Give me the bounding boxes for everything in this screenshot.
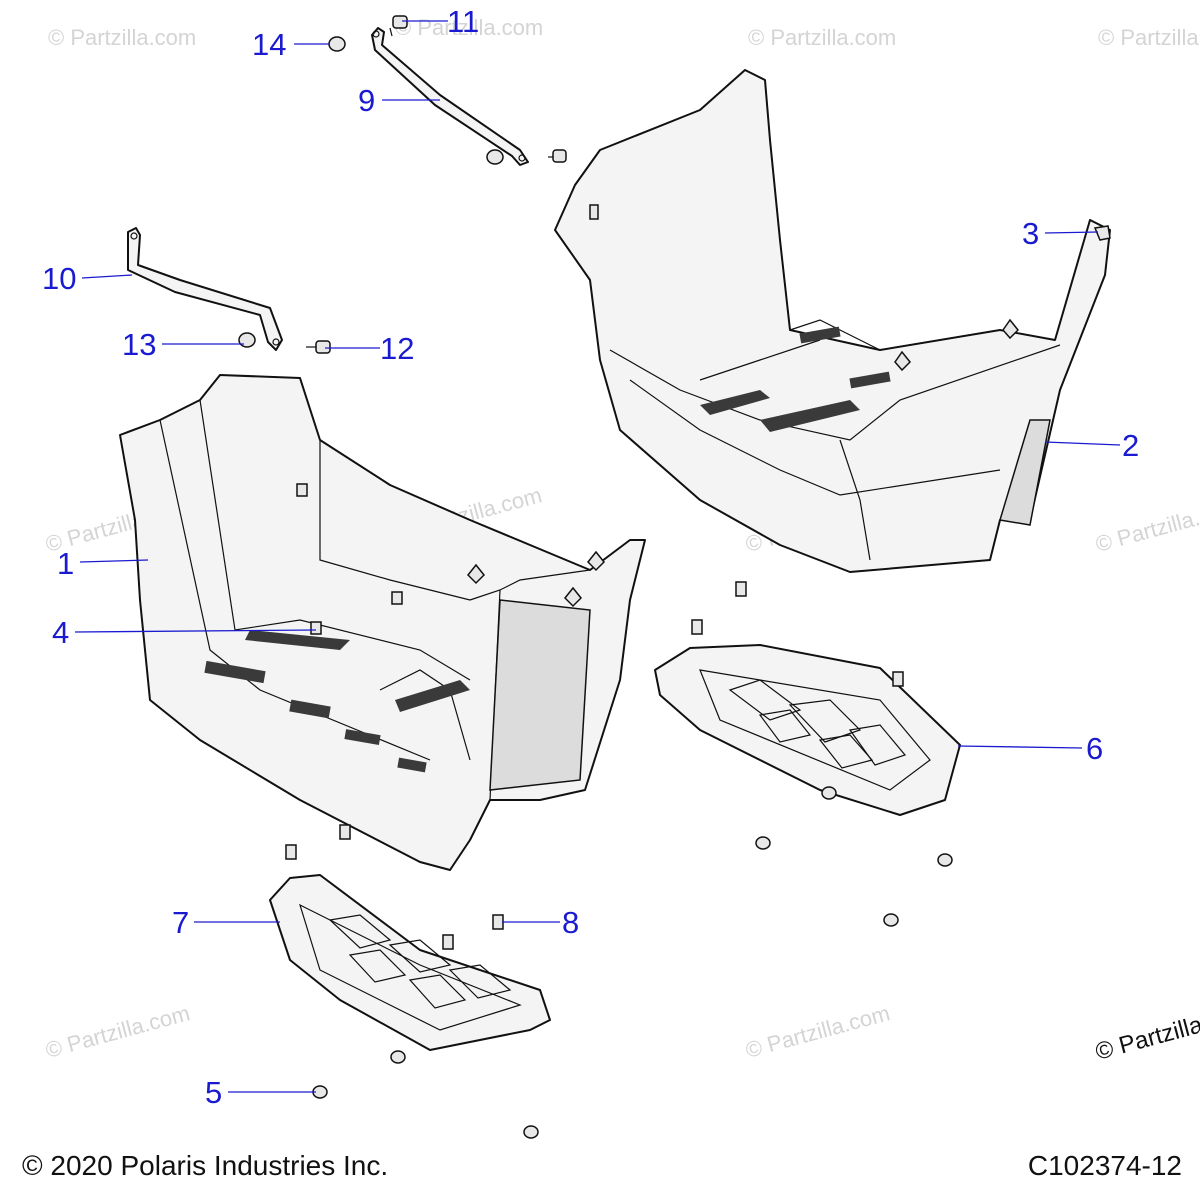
callout-14: 14	[252, 27, 286, 62]
bolt-right-upper	[589, 204, 599, 220]
nut-right-d	[883, 913, 899, 927]
brace-rod-lower	[127, 227, 283, 351]
bolt-right-footrest-b	[691, 619, 703, 635]
bolt-4	[310, 621, 322, 635]
nut-14	[328, 36, 346, 52]
nut-right-c	[937, 853, 953, 867]
leader-10	[81, 274, 133, 279]
footrest-right	[654, 644, 961, 816]
callout-5: 5	[205, 1075, 222, 1110]
callout-10: 10	[42, 261, 76, 296]
callout-1: 1	[57, 546, 74, 581]
nut-left-b	[523, 1125, 539, 1139]
clip-left-a	[466, 563, 486, 585]
watermark: © Partzilla.com	[1093, 494, 1200, 557]
bolt-8	[492, 914, 504, 930]
clip-right-b	[894, 350, 912, 372]
callout-6: 6	[1086, 731, 1103, 766]
bolt-12	[306, 340, 331, 354]
bolt-left-a	[296, 483, 308, 497]
leader-2	[1044, 441, 1121, 446]
nut-left-a	[390, 1050, 406, 1064]
callout-13: 13	[122, 327, 156, 362]
bolt-left-footrest-a	[285, 844, 297, 860]
leader-4	[74, 629, 317, 633]
leader-6	[957, 745, 1083, 749]
diagram-code: C102374-12	[1027, 1150, 1182, 1181]
clip-left-b	[586, 550, 606, 572]
leader-lines	[74, 20, 1121, 1093]
watermark: © Partzilla.com	[743, 1000, 893, 1063]
copyright-notice: © 2020 Polaris Industries Inc.	[22, 1150, 389, 1181]
nut-upper-rod-end	[486, 149, 504, 165]
callout-12: 12	[380, 331, 414, 366]
leader-1	[79, 559, 149, 563]
watermark: © Partzilla.com	[48, 25, 196, 50]
callout-7: 7	[172, 905, 189, 940]
watermark: © Partzilla.com	[748, 25, 896, 50]
bolt-right-footrest-c	[892, 671, 904, 687]
callout-3: 3	[1022, 216, 1039, 251]
clip-left-c	[563, 586, 583, 608]
watermark: © Partzilla.com	[1098, 25, 1200, 50]
watermark: © Partzilla.com	[43, 1000, 193, 1063]
footwell-right	[554, 69, 1111, 573]
callout-8: 8	[562, 905, 579, 940]
watermark: © Partzilla.com	[395, 15, 543, 40]
bolt-left-b	[391, 591, 403, 605]
watermark-dark: © Partzilla.com	[1093, 998, 1200, 1066]
bolt-upper-rod-end	[548, 149, 567, 163]
bolt-right-footrest-a	[735, 581, 747, 597]
clip-3	[1093, 225, 1111, 241]
bolt-left-footrest-b	[339, 824, 351, 840]
bolt-11	[389, 15, 408, 37]
footwell-left	[119, 374, 646, 871]
callout-labels: 1 2 3 4 5 6 7 8 9 10 11 12 13 14	[42, 4, 1139, 1110]
callout-11: 11	[447, 4, 479, 39]
brace-rod-upper	[371, 27, 529, 166]
footrest-left	[269, 874, 551, 1051]
nut-right-a	[821, 786, 837, 800]
bolt-left-footrest-c	[442, 934, 454, 950]
clip-right-a	[1002, 318, 1020, 340]
callout-2: 2	[1122, 428, 1139, 463]
callout-4: 4	[52, 615, 69, 650]
nut-13	[238, 332, 256, 348]
callout-9: 9	[358, 83, 375, 118]
nut-right-b	[755, 836, 771, 850]
leader-3	[1044, 231, 1099, 234]
